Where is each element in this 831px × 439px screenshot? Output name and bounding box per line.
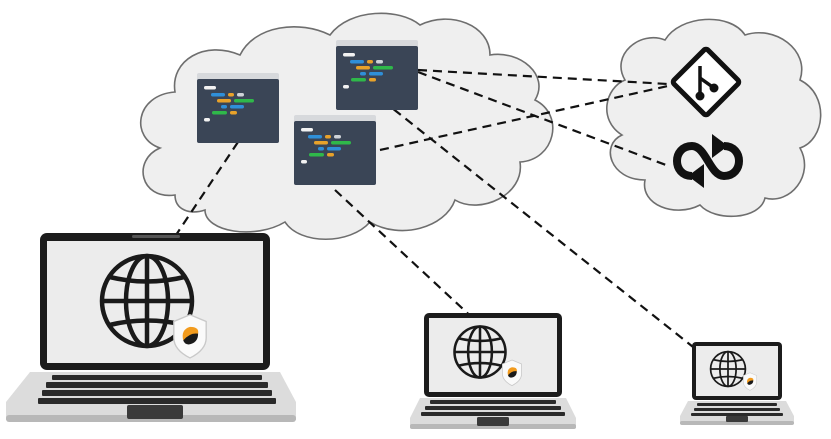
services-cloud xyxy=(606,18,822,218)
link-window2-laptop-medium xyxy=(334,189,493,337)
trackpad xyxy=(477,417,509,426)
sync-icon xyxy=(673,134,743,188)
keyboard xyxy=(38,375,276,404)
git-icon xyxy=(670,46,742,118)
code-window-3 xyxy=(336,40,418,110)
trackpad xyxy=(127,405,183,419)
laptop-medium xyxy=(410,313,576,429)
laptop-large xyxy=(6,233,296,422)
code-window-2 xyxy=(294,115,376,185)
globe-icon xyxy=(453,325,507,379)
link-window2-git xyxy=(379,84,669,152)
link-window3-git xyxy=(417,68,669,86)
trackpad xyxy=(726,416,748,422)
laptop-small xyxy=(680,342,794,425)
globe-icon xyxy=(709,350,747,388)
link-window3-laptop-small xyxy=(381,99,713,363)
code-window-1 xyxy=(197,73,279,143)
